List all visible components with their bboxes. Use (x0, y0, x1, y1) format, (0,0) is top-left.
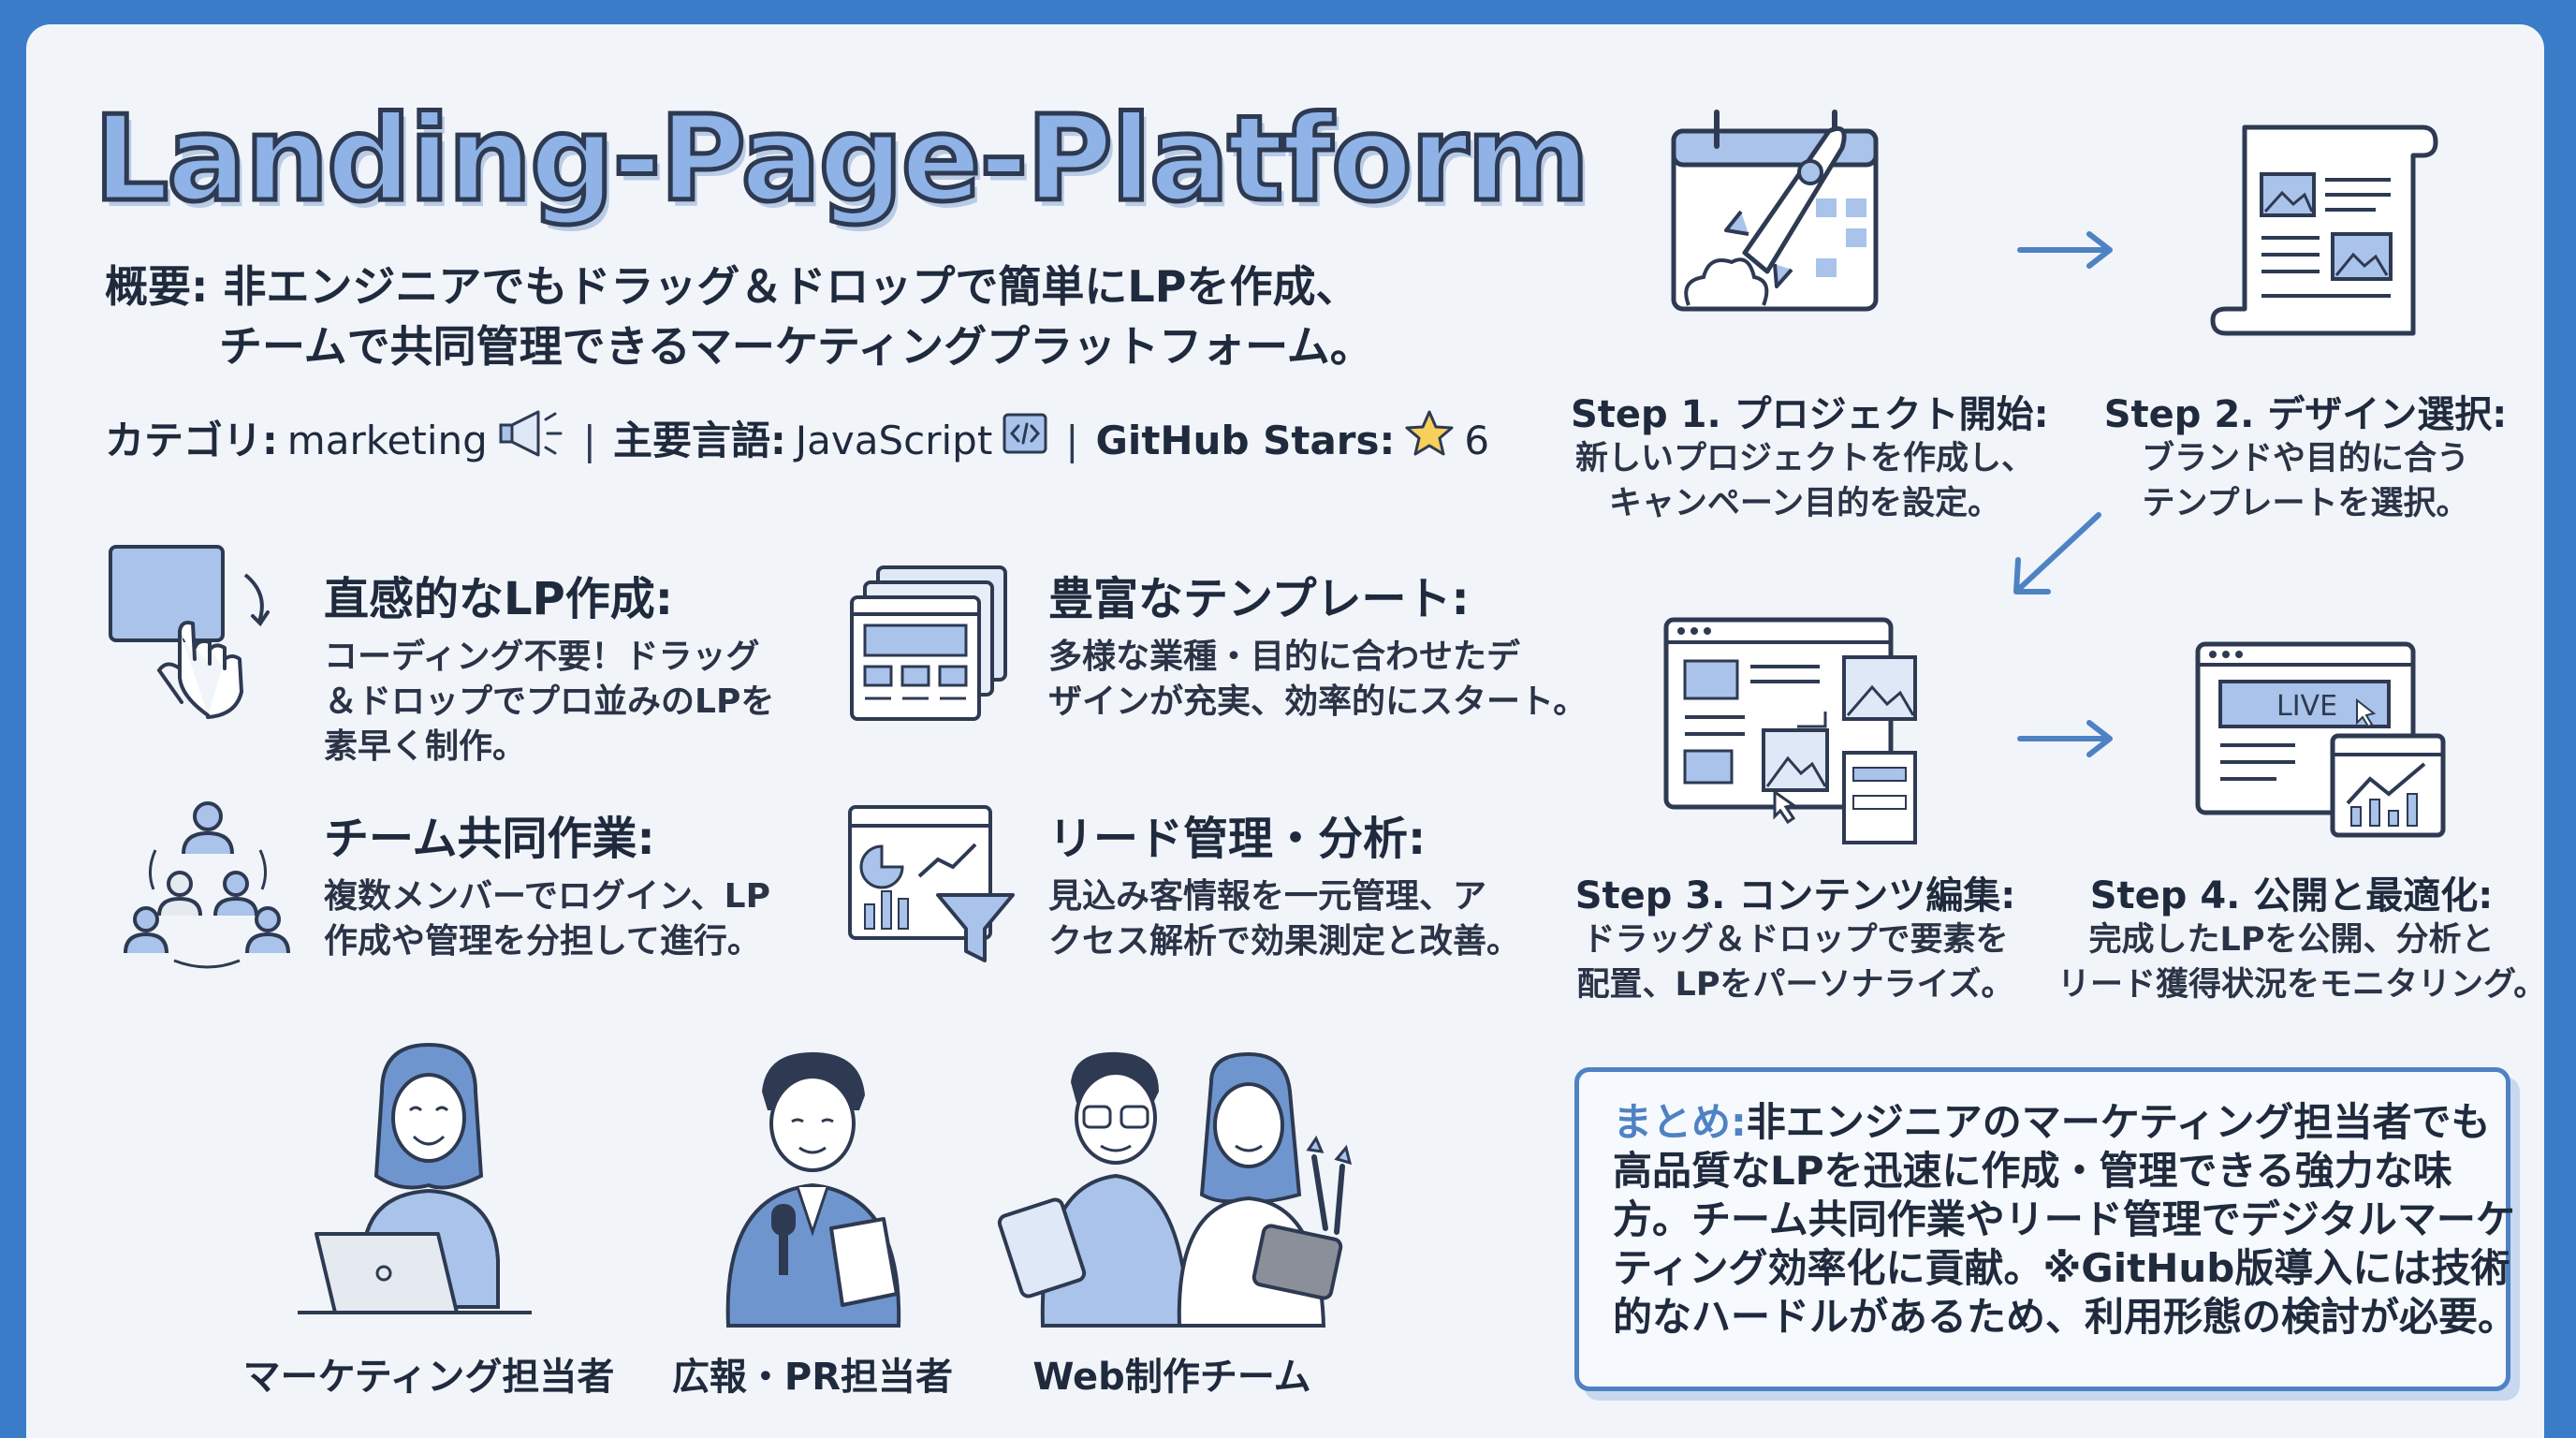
megaphone-icon (497, 408, 566, 474)
feature-desc: 見込み客情報を一元管理、ア クセス解析で効果測定と改善。 (1048, 874, 1520, 964)
overview-line1: 非エンジニアでもドラッグ＆ドロップで簡単にLPを作成、 (223, 261, 1359, 312)
feature-line: 多様な業種・目的に合わせたデ (1048, 638, 1521, 676)
language-label: 主要言語: (612, 418, 786, 463)
feature-line: 作成や管理を分担して進行。 (324, 922, 761, 961)
page-title: Landing-Page-Platform (91, 88, 1591, 230)
arrow-right-icon (2014, 715, 2117, 766)
feature-title: 直感的なLP作成: (324, 573, 673, 625)
code-icon (1002, 412, 1048, 470)
overview-line2: チームで共同管理できるマーケティングプラットフォーム。 (219, 321, 1373, 372)
feature-desc: 多様な業種・目的に合わせたデ ザインが充実、効率的にスタート。 (1048, 635, 1587, 725)
persona-webteam-illustration (977, 1045, 1370, 1339)
meta-row: カテゴリ: marketing | 主要言語: JavaScript | Git… (105, 408, 1489, 474)
summary-line: ティング効率化に貢献。※GitHub版導入には技術 (1613, 1245, 2510, 1291)
feature-line: 複数メンバーでログイン、LP (324, 877, 771, 916)
step-line: 完成したLPを公開、分析と (2088, 921, 2495, 959)
infographic-canvas: Landing-Page-Platform 概要: 非エンジニアでもドラッグ＆ド… (26, 24, 2544, 1438)
step-line: ブランドや目的に合う (2141, 440, 2469, 477)
step-line: 配置、LPをパーソナライズ。 (1576, 966, 2014, 1004)
feature-line: クセス解析で効果測定と改善。 (1048, 922, 1521, 961)
editor-icon (1661, 614, 1941, 861)
feature-line: 見込み客情報を一元管理、ア (1048, 877, 1487, 916)
feature-desc: コーディング不要！ドラッグ ＆ドロップでプロ並みのLPを 素早く制作。 (324, 635, 774, 770)
summary-label: まとめ: (1613, 1099, 1747, 1145)
persona-marketer-illustration (298, 1035, 569, 1339)
feature-intuitive: 直感的なLP作成: コーディング不要！ドラッグ ＆ドロップでプロ並みのLPを 素… (324, 562, 774, 770)
persona-label: 広報・PR担当者 (671, 1356, 954, 1399)
summary-line: 非エンジニアのマーケティング担当者でも (1746, 1099, 2491, 1145)
arrow-right-icon (2014, 227, 2117, 277)
overview-label: 概要: (105, 261, 209, 312)
step-line: テンプレートを選択。 (2142, 485, 2469, 522)
summary-line: 高品質なLPを迅速に作成・管理できる強力な味 (1613, 1148, 2452, 1194)
feature-line: 素早く制作。 (324, 727, 527, 766)
live-badge: LIVE (2276, 690, 2337, 723)
category-label: カテゴリ: (105, 418, 278, 463)
arrow-down-left-icon (2005, 507, 2108, 605)
summary-box: まとめ:非エンジニアのマーケティング担当者でも 高品質なLPを迅速に作成・管理で… (1574, 1067, 2518, 1391)
persona-label: Web制作チーム (1032, 1356, 1311, 1399)
step-line: リード獲得状況をモニタリング。 (2057, 966, 2544, 1004)
separator: | (1065, 418, 1079, 463)
language-value: JavaScript (795, 418, 993, 463)
feature-title: リード管理・分析: (1048, 813, 1427, 865)
drag-drop-icon (105, 537, 292, 728)
feature-title: 豊富なテンプレート: (1048, 573, 1470, 625)
live-dashboard-icon: LIVE (2192, 638, 2454, 848)
step-line: 新しいプロジェクトを作成し、 (1574, 440, 2034, 477)
step-desc: 完成したLPを公開、分析と リード獲得状況をモニタリング。 (2057, 917, 2544, 1007)
feature-title: チーム共同作業: (324, 813, 655, 865)
summary-line: 方。チーム共同作業やリード管理でデジタルマーケ (1613, 1196, 2515, 1242)
feature-analytics: リード管理・分析: 見込み客情報を一元管理、ア クセス解析で効果測定と改善。 (1048, 801, 1520, 964)
feature-line: コーディング不要！ドラッグ (324, 638, 760, 676)
stars-value: 6 (1464, 418, 1490, 463)
category-value: marketing (286, 418, 488, 463)
feature-desc: 複数メンバーでログイン、LP 作成や管理を分担して進行。 (324, 874, 770, 964)
step-title: Step 1. プロジェクト開始: (1571, 393, 2049, 436)
step-desc: 新しいプロジェクトを作成し、 キャンペーン目的を設定。 (1571, 436, 2039, 526)
summary-line: 的なハードルがあるため、利用形態の検討が必要。 (1613, 1294, 2518, 1340)
step-desc: ドラッグ＆ドロップで要素を 配置、LPをパーソナライズ。 (1561, 917, 2029, 1007)
analytics-icon (844, 801, 1022, 974)
overview: 概要: 非エンジニアでもドラッグ＆ドロップで簡単にLPを作成、 チームで共同管理… (105, 257, 1373, 376)
separator: | (582, 418, 596, 463)
persona-pr-illustration (700, 1045, 925, 1339)
step-title: Step 3. コンテンツ編集: (1574, 874, 2016, 917)
feature-line: ザインが充実、効率的にスタート。 (1048, 682, 1588, 721)
step-line: キャンペーン目的を設定。 (1608, 485, 2001, 522)
step-line: ドラッグ＆ドロップで要素を (1582, 921, 2009, 959)
persona-label: マーケティング担当者 (242, 1356, 615, 1399)
step-title: Step 4. 公開と最適化: (2089, 874, 2494, 917)
step-desc: ブランドや目的に合う テンプレートを選択。 (2095, 436, 2516, 526)
team-icon (118, 796, 296, 969)
rocket-calendar-icon (1651, 94, 1895, 360)
document-template-icon (2207, 118, 2441, 374)
feature-team: チーム共同作業: 複数メンバーでログイン、LP 作成や管理を分担して進行。 (324, 801, 770, 964)
step-title: Step 2. デザイン選択: (2103, 393, 2508, 436)
feature-line: ＆ドロップでプロ並みのLPを (324, 682, 775, 721)
stars-label: GitHub Stars: (1095, 418, 1396, 463)
star-icon (1404, 409, 1455, 473)
templates-icon (844, 562, 1013, 734)
feature-templates: 豊富なテンプレート: 多様な業種・目的に合わせたデ ザインが充実、効率的にスター… (1048, 562, 1587, 725)
